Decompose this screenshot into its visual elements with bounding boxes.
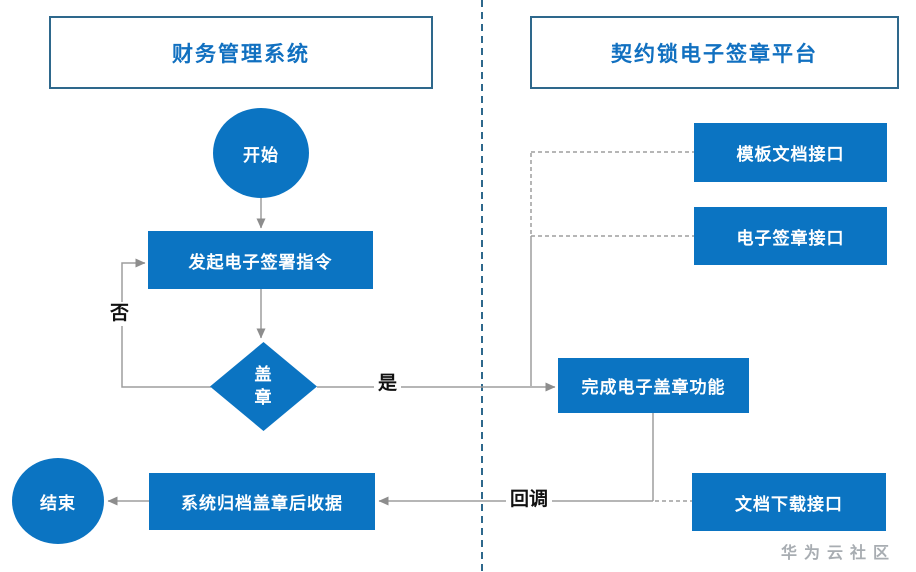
node-archive-label: 系统归档盖章后收据 [181, 494, 343, 513]
node-start: 开始 [213, 108, 309, 198]
node-download-api-label: 文档下载接口 [735, 494, 843, 514]
edge-label-callback: 回调 [506, 488, 553, 512]
lane-header-left-label: 财务管理系统 [172, 42, 310, 66]
lane-header-esign-platform: 契约锁电子签章平台 [530, 16, 899, 89]
node-end-label: 结束 [40, 493, 76, 513]
edge-label-no: 否 [106, 302, 134, 326]
node-end: 结束 [12, 458, 104, 544]
node-decision-label: 盖章 [254, 364, 273, 407]
watermark-huawei-cloud-community: 华为云社区 [780, 545, 896, 562]
edge-label-yes: 是 [374, 372, 402, 396]
lane-header-finance-system: 财务管理系统 [49, 16, 433, 89]
lane-header-right-label: 契约锁电子签章平台 [611, 42, 818, 66]
node-start-label: 开始 [243, 145, 279, 165]
node-complete-stamp: 完成电子盖章功能 [558, 358, 749, 413]
node-template-doc-api: 模板文档接口 [694, 123, 887, 182]
node-archive-receipt: 系统归档盖章后收据 [149, 473, 375, 530]
node-template-api-label: 模板文档接口 [736, 145, 845, 164]
node-esign-api: 电子签章接口 [694, 207, 887, 265]
node-esign-api-label: 电子签章接口 [736, 228, 845, 248]
node-doc-download-api: 文档下载接口 [692, 473, 886, 531]
node-issue-label: 发起电子签署指令 [188, 252, 333, 272]
node-issue-instruction: 发起电子签署指令 [148, 231, 373, 289]
node-complete-label: 完成电子盖章功能 [581, 378, 726, 397]
